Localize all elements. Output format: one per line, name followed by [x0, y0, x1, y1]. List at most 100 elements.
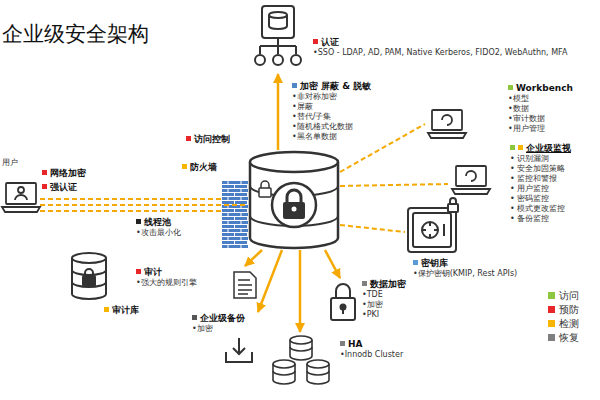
legend-text: 访问	[559, 290, 579, 301]
marker-square	[362, 281, 367, 286]
bullet-text: • 安全加固策略	[510, 164, 565, 173]
ha-group: HA•Innodb Cluster	[268, 332, 405, 388]
arrow-connector	[325, 250, 340, 278]
label-row: 访问控制	[186, 133, 230, 145]
text-row: 企业级备份	[192, 312, 262, 324]
text-row: •加密	[192, 324, 262, 334]
text-row: • 监控和警报	[510, 174, 571, 184]
text-row: Workbench	[508, 82, 573, 94]
heading: 企业级监视	[526, 143, 571, 153]
database-part	[250, 152, 338, 172]
legend-swatch	[548, 306, 555, 313]
laptop-icon	[428, 110, 466, 138]
text-row: •TDE	[362, 290, 406, 300]
text-row: 审计	[136, 266, 256, 278]
marker-square	[413, 260, 418, 265]
threadpool-group: 线程池•攻击最小化	[136, 216, 183, 238]
monitor-group: 企业级监视• 识别漏洞• 安全加固策略• 监控和警报• 用户监控• 密码监控• …	[448, 142, 573, 224]
key-vault-group: 密钥库•保护密钥(KMIP, Rest APIs)	[405, 205, 519, 279]
database-part	[287, 190, 301, 203]
text-row: •用户管理	[508, 124, 573, 134]
legend-swatch	[548, 320, 555, 327]
bullet-text: • 备份监控	[510, 214, 549, 223]
bullet-text: • 监控和警报	[510, 174, 557, 183]
text-row: •随机格式化数据	[292, 122, 371, 132]
database-shape	[248, 150, 340, 250]
legend-row: 访问	[548, 289, 579, 303]
bullet-text: •TDE	[362, 290, 383, 299]
arrow-connector	[277, 74, 280, 150]
text-row: • 用户监控	[510, 184, 571, 194]
bullet-text: • 用户监控	[510, 184, 549, 193]
database-part	[283, 202, 305, 219]
text-row: •保护密钥(KMIP, Rest APIs)	[413, 269, 517, 279]
feature-label: 网络加密	[50, 168, 86, 178]
heading: 密钥库	[421, 258, 448, 268]
text-row: 加密 屏蔽 & 脱敏	[292, 80, 371, 92]
bullet-text: •模型	[508, 94, 529, 103]
text-row: HA	[340, 338, 403, 350]
text-row: •加密	[362, 300, 406, 310]
key-vault-icon	[408, 198, 458, 252]
workbench-group: Workbench•模型•数据•审计数据•用户管理	[425, 82, 575, 134]
dashed-connector	[340, 225, 405, 232]
bullet-text: • 模式更改监控	[510, 204, 565, 213]
text-row: 密钥库	[413, 257, 517, 269]
legend-swatch	[548, 334, 555, 341]
label-row: 防火墙	[182, 161, 217, 173]
marker-square	[42, 170, 47, 175]
text-row: 审计库	[104, 304, 139, 316]
text-row: 数据加密	[362, 278, 406, 290]
heading: 企业级备份	[200, 313, 245, 323]
legend-text: 恢复	[559, 332, 579, 343]
database-part	[259, 188, 271, 197]
text-row: •强大的规则引擎	[136, 278, 256, 288]
marker-square	[192, 315, 197, 320]
feature-label: 访问控制	[194, 134, 230, 144]
text-row: •PKI	[362, 310, 406, 320]
legend-swatch	[548, 292, 555, 299]
text-row: 企业级监视	[510, 142, 571, 154]
auth-icon	[255, 6, 301, 65]
bullet-text: •强大的规则引擎	[136, 278, 197, 287]
text-row: •数据	[508, 104, 573, 114]
bullet-text: •PKI	[362, 310, 379, 319]
bullet-text: •用户管理	[508, 124, 545, 133]
label-row: 网络加密	[42, 167, 86, 179]
page-title: 企业级安全架构	[2, 20, 149, 48]
backup-icon	[226, 338, 252, 362]
marker-square	[292, 83, 297, 88]
bullet-text: •数据	[508, 104, 529, 113]
bullet-text: •随机格式化数据	[292, 122, 353, 131]
text-row: •SSO - LDAP, AD, PAM, Native Kerberos, F…	[313, 48, 567, 58]
heading: 审计库	[112, 305, 139, 315]
laptop-icon	[452, 166, 490, 194]
marker-square	[518, 145, 523, 150]
legend: 访问预防检测恢复	[548, 289, 579, 345]
legend-text: 检测	[559, 318, 579, 329]
marker-square	[510, 145, 515, 150]
marker-square	[136, 269, 141, 274]
bullet-text: •保护密钥(KMIP, Rest APIs)	[413, 269, 517, 278]
heading: 认证	[321, 37, 339, 47]
text-row: •攻击最小化	[136, 228, 181, 238]
heading: 审计	[144, 267, 162, 277]
bullet-text: •攻击最小化	[136, 228, 181, 237]
text-row: • 安全加固策略	[510, 164, 571, 174]
database-part	[292, 207, 297, 212]
dashed-connector	[340, 184, 448, 186]
marker-square	[182, 164, 187, 169]
bullet-text: •审计数据	[508, 114, 545, 123]
text-row: •审计数据	[508, 114, 573, 124]
text-row: 认证	[313, 36, 567, 48]
marker-square	[340, 341, 345, 346]
audit-db-group: 审计库	[66, 250, 141, 316]
bullet-text: •Innodb Cluster	[340, 350, 403, 359]
arrow-connector	[245, 250, 262, 266]
user-laptop-icon	[2, 183, 40, 212]
auth-group: 认证•SSO - LDAP, AD, PAM, Native Kerberos,…	[250, 2, 569, 74]
text-row: •替代/子集	[292, 112, 371, 122]
audit-group: 审计•强大的规则引擎	[136, 266, 258, 288]
heading: Workbench	[516, 83, 573, 93]
